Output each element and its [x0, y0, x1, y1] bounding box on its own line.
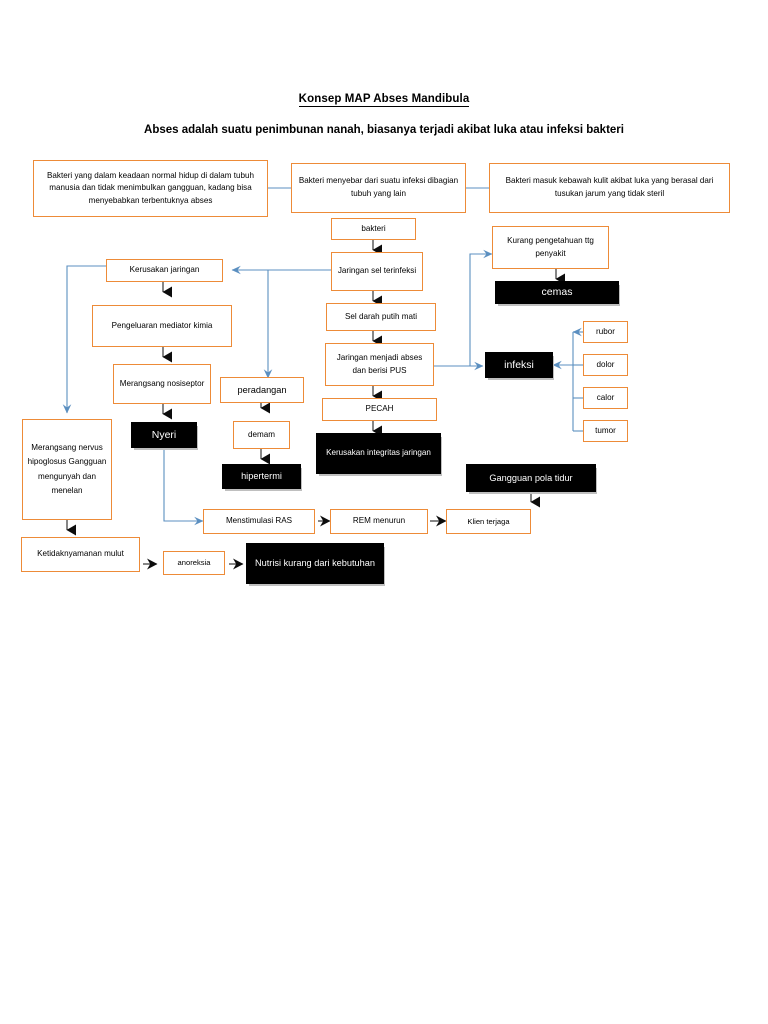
node-label: bakteri [361, 223, 386, 233]
node-label: anoreksia [177, 558, 211, 568]
page-title: Konsep MAP Abses Mandibula [0, 93, 768, 107]
node-klien-terjaga[interactable]: Klien terjaga [446, 509, 531, 534]
page-title-text: Konsep MAP Abses Mandibula [298, 93, 470, 107]
node-label: Klien terjaga [467, 516, 510, 526]
node-label: Menstimulasi RAS [225, 516, 293, 526]
node-label: Nyeri [151, 428, 177, 441]
node-rem-menurun[interactable]: REM menurun [330, 509, 428, 534]
node-label: hipertermi [241, 471, 282, 482]
node-label: PECAH [365, 404, 394, 414]
node-calor[interactable]: calor [583, 387, 628, 409]
node-gangguan-pola-tidur[interactable]: Gangguan pola tidur [466, 464, 596, 492]
node-label: Sel darah putih mati [345, 311, 417, 321]
node-label: Pengeluaran mediator kimia [111, 320, 213, 330]
node-peradangan[interactable]: peradangan [220, 377, 304, 403]
node-label: REM menurun [352, 516, 406, 526]
node-infeksi[interactable]: infeksi [485, 352, 553, 378]
node-label: Kurang pengetahuan ttg penyakit [507, 235, 594, 258]
node-label: dolor [596, 359, 615, 369]
node-label: peradangan [237, 384, 287, 395]
node-pengeluaran-mediator-kimia[interactable]: Pengeluaran mediator kimia [92, 305, 232, 347]
node-dolor[interactable]: dolor [583, 354, 628, 376]
node-jaringan-abses-pus[interactable]: Jaringan menjadi abses dan berisi PUS [325, 343, 434, 386]
node-merangsang-nervus-hipoglosus[interactable]: Merangsang nervus hipoglosus Gangguan me… [22, 419, 112, 520]
node-nyeri[interactable]: Nyeri [131, 422, 197, 448]
node-label: Bakteri menyebar dari suatu infeksi diba… [298, 176, 459, 198]
node-label: cemas [541, 286, 573, 299]
node-label: Ketidaknyamanan mulut [37, 549, 124, 559]
node-hipertermi[interactable]: hipertermi [222, 464, 301, 489]
node-label: rubor [596, 326, 615, 336]
node-kerusakan-jaringan[interactable]: Kerusakan jaringan [106, 259, 223, 282]
node-bakteri[interactable]: bakteri [331, 218, 416, 240]
node-label: Kerusakan jaringan [129, 265, 200, 275]
node-anoreksia[interactable]: anoreksia [163, 551, 225, 575]
node-jaringan-sel-terinfeksi[interactable]: Jaringan sel terinfeksi [331, 252, 423, 291]
node-label: Nutrisi kurang dari kebutuhan [254, 558, 376, 569]
node-cemas[interactable]: cemas [495, 281, 619, 304]
node-ketidaknyamanan-mulut[interactable]: Ketidaknyamanan mulut [21, 537, 140, 572]
node-rubor[interactable]: rubor [583, 321, 628, 343]
node-label: Jaringan sel terinfeksi [337, 266, 417, 276]
node-label: tumor [595, 425, 616, 435]
node-pecah[interactable]: PECAH [322, 398, 437, 421]
node-nutrisi-kurang[interactable]: Nutrisi kurang dari kebutuhan [246, 543, 384, 584]
node-bakteri-normal[interactable]: Bakteri yang dalam keadaan normal hidup … [33, 160, 268, 217]
node-menstimulasi-ras[interactable]: Menstimulasi RAS [203, 509, 315, 534]
node-label: demam [248, 429, 275, 439]
node-kurang-pengetahuan[interactable]: Kurang pengetahuan ttg penyakit [492, 226, 609, 269]
node-label: Merangsang nervus hipoglosus Gangguan me… [27, 443, 107, 495]
node-label: Kerusakan integritas jaringan [326, 448, 431, 458]
node-label: Gangguan pola tidur [489, 472, 573, 483]
node-label: Merangsang nosiseptor [119, 378, 205, 388]
node-bakteri-menyebar[interactable]: Bakteri menyebar dari suatu infeksi diba… [291, 163, 466, 213]
node-label: Bakteri yang dalam keadaan normal hidup … [47, 170, 254, 205]
node-tumor[interactable]: tumor [583, 420, 628, 442]
node-sel-darah-putih-mati[interactable]: Sel darah putih mati [326, 303, 436, 331]
node-bakteri-masuk-kulit[interactable]: Bakteri masuk kebawah kulit akibat luka … [489, 163, 730, 213]
node-label: calor [596, 392, 615, 402]
node-label: Bakteri masuk kebawah kulit akibat luka … [505, 176, 714, 198]
node-merangsang-nosiseptor[interactable]: Merangsang nosiseptor [113, 364, 211, 404]
page-subtitle: Abses adalah suatu penimbunan nanah, bia… [144, 124, 624, 136]
node-kerusakan-integritas-jaringan[interactable]: Kerusakan integritas jaringan [316, 433, 441, 474]
node-demam[interactable]: demam [233, 421, 290, 449]
node-label: Jaringan menjadi abses dan berisi PUS [336, 352, 423, 375]
node-label: infeksi [504, 358, 534, 371]
